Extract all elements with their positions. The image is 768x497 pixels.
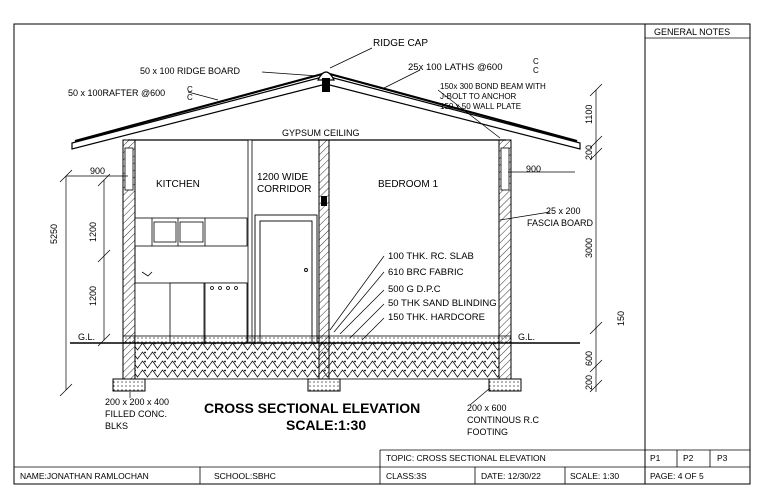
label-footing-1: 200 x 600 xyxy=(467,403,507,413)
label-bedroom: BEDROOM 1 xyxy=(378,179,438,190)
label-laths: 25x 100 LATHS @600 xyxy=(408,62,503,73)
dim-200-top: 200 xyxy=(584,145,594,160)
dim-150: 150 xyxy=(616,311,626,326)
label-slab: 100 THK. RC. SLAB xyxy=(388,251,474,262)
student-name: NAME:JONATHAN RAMLOCHAN xyxy=(20,471,149,481)
label-gl-right: G.L. xyxy=(518,332,535,342)
label-rafter: 50 x 100RAFTER @600 xyxy=(68,88,165,98)
roof xyxy=(71,71,581,150)
scale-text: SCALE: 1:30 xyxy=(570,471,619,481)
dim-3000: 3000 xyxy=(584,238,594,258)
footings xyxy=(112,342,522,392)
walls xyxy=(122,139,512,344)
label-rafter-cc-1: C xyxy=(187,85,193,94)
label-sand: 50 THK SAND BLINDING xyxy=(388,298,497,309)
label-laths-cc-1: C xyxy=(533,57,539,66)
label-dpc: 500 G D.P.C xyxy=(388,284,441,295)
dimension-lines xyxy=(59,83,603,397)
door xyxy=(254,214,318,344)
page-p2: P2 xyxy=(683,453,694,463)
dim-900-right: 900 xyxy=(526,164,541,174)
dim-1200-upper: 1200 xyxy=(88,222,98,242)
general-notes-heading: GENERAL NOTES xyxy=(654,27,730,37)
label-corridor-2: CORRIDOR xyxy=(257,184,311,195)
label-gl-left: G.L. xyxy=(78,332,95,342)
label-kitchen: KITCHEN xyxy=(156,179,200,190)
dim-200-bottom: 200 xyxy=(584,375,594,390)
dim-1100: 1100 xyxy=(584,105,594,124)
sheet-border xyxy=(13,23,751,485)
label-gypsum-ceiling: GYPSUM CEILING xyxy=(282,128,360,138)
label-hardcore: 150 THK. HARDCORE xyxy=(388,312,485,323)
topic-text: TOPIC: CROSS SECTIONAL ELEVATION xyxy=(386,453,546,463)
label-blocks-3: BLKS xyxy=(105,421,128,431)
dim-5250: 5250 xyxy=(49,224,59,244)
label-blocks-2: FILLED CONC. xyxy=(105,409,167,419)
label-laths-cc-2: C xyxy=(533,66,539,75)
label-brc: 610 BRC FABRIC xyxy=(388,267,464,278)
date-text: DATE: 12/30/22 xyxy=(481,471,541,481)
label-fascia-1: 25 x 200 xyxy=(546,206,581,216)
page-p3: P3 xyxy=(717,453,728,463)
label-footing-2: CONTINOUS R.C xyxy=(467,415,540,425)
dim-900-left: 900 xyxy=(90,166,105,176)
label-bond-beam-2: J-BOLT TO ANCHOR xyxy=(440,92,517,101)
kitchen-cabinets xyxy=(134,217,248,344)
label-ridge-cap: RIDGE CAP xyxy=(373,38,428,49)
label-ridge-board: 50 x 100 RIDGE BOARD xyxy=(140,66,241,76)
label-corridor-1: 1200 WIDE xyxy=(257,172,308,183)
drawing-title: CROSS SECTIONAL ELEVATION xyxy=(204,400,420,416)
dim-1200-lower: 1200 xyxy=(88,286,98,306)
school-name: SCHOOL:SBHC xyxy=(214,471,276,481)
page-p1: P1 xyxy=(650,453,661,463)
label-wall-plate: 150 x 50 WALL PLATE xyxy=(440,102,521,111)
label-rafter-cc-2: C xyxy=(187,93,193,102)
label-footing-3: FOOTING xyxy=(467,427,508,437)
label-blocks-1: 200 x 200 x 400 xyxy=(105,397,169,407)
drawing-scale: SCALE:1:30 xyxy=(286,417,366,433)
label-bond-beam-1: 150x 300 BOND BEAM WITH xyxy=(440,82,546,91)
label-fascia-2: FASCIA BOARD xyxy=(527,218,594,228)
page-number: PAGE: 4 OF 5 xyxy=(650,471,704,481)
dim-600: 600 xyxy=(584,351,594,366)
class-text: CLASS:3S xyxy=(386,471,427,481)
leader-lines xyxy=(129,47,551,406)
